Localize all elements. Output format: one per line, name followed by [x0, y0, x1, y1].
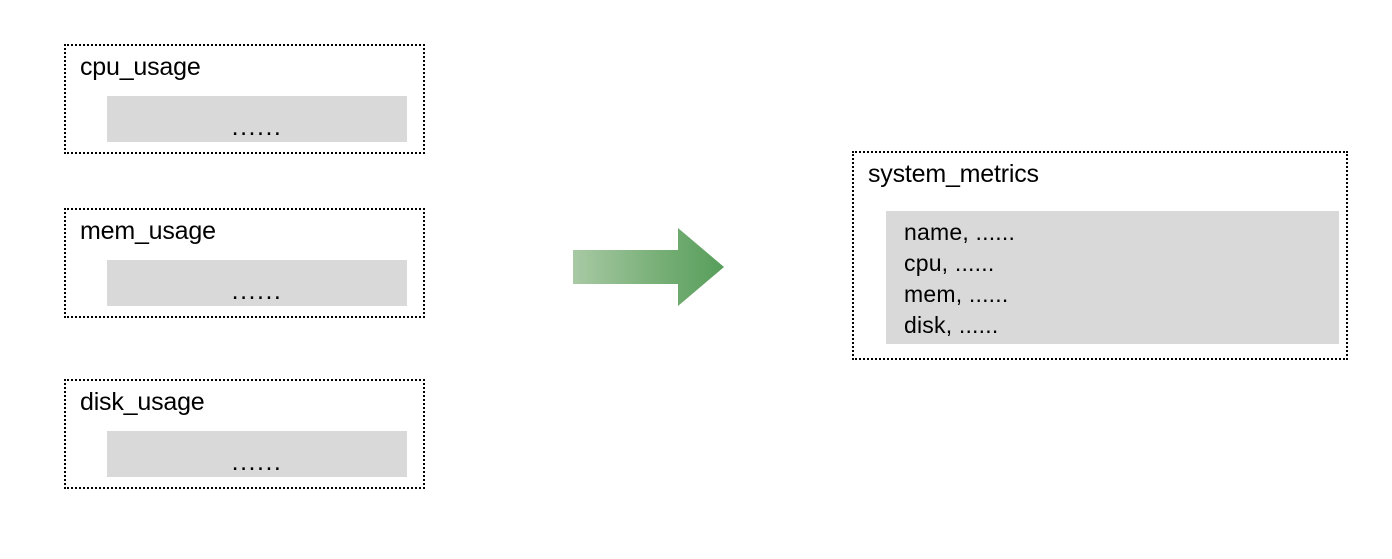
target-table-title: system_metrics: [868, 160, 1039, 188]
source-table-body-panel: ......: [107, 96, 407, 142]
ellipsis-placeholder: ......: [231, 448, 283, 476]
source-table-body-panel: ......: [107, 260, 407, 306]
field-row: disk, ......: [904, 312, 999, 338]
source-table-mem-usage[interactable]: mem_usage ......: [64, 208, 425, 318]
source-table-title: disk_usage: [80, 388, 205, 416]
target-table-body-panel: name, ...... cpu, ...... mem, ...... dis…: [886, 211, 1339, 344]
source-table-title: mem_usage: [80, 217, 216, 245]
field-row: mem, ......: [904, 281, 1009, 307]
ellipsis-placeholder: ......: [231, 113, 283, 141]
field-list: name, ...... cpu, ...... mem, ...... dis…: [904, 217, 1339, 341]
source-table-title: cpu_usage: [80, 53, 201, 81]
field-row: name, ......: [904, 219, 1016, 245]
ellipsis-placeholder: ......: [231, 277, 283, 305]
field-row: cpu, ......: [904, 250, 995, 276]
target-table-system-metrics[interactable]: system_metrics name, ...... cpu, ...... …: [852, 151, 1348, 360]
source-table-disk-usage[interactable]: disk_usage ......: [64, 379, 425, 489]
right-arrow-icon: [573, 228, 724, 306]
source-table-cpu-usage[interactable]: cpu_usage ......: [64, 44, 425, 154]
source-table-body-panel: ......: [107, 431, 407, 477]
